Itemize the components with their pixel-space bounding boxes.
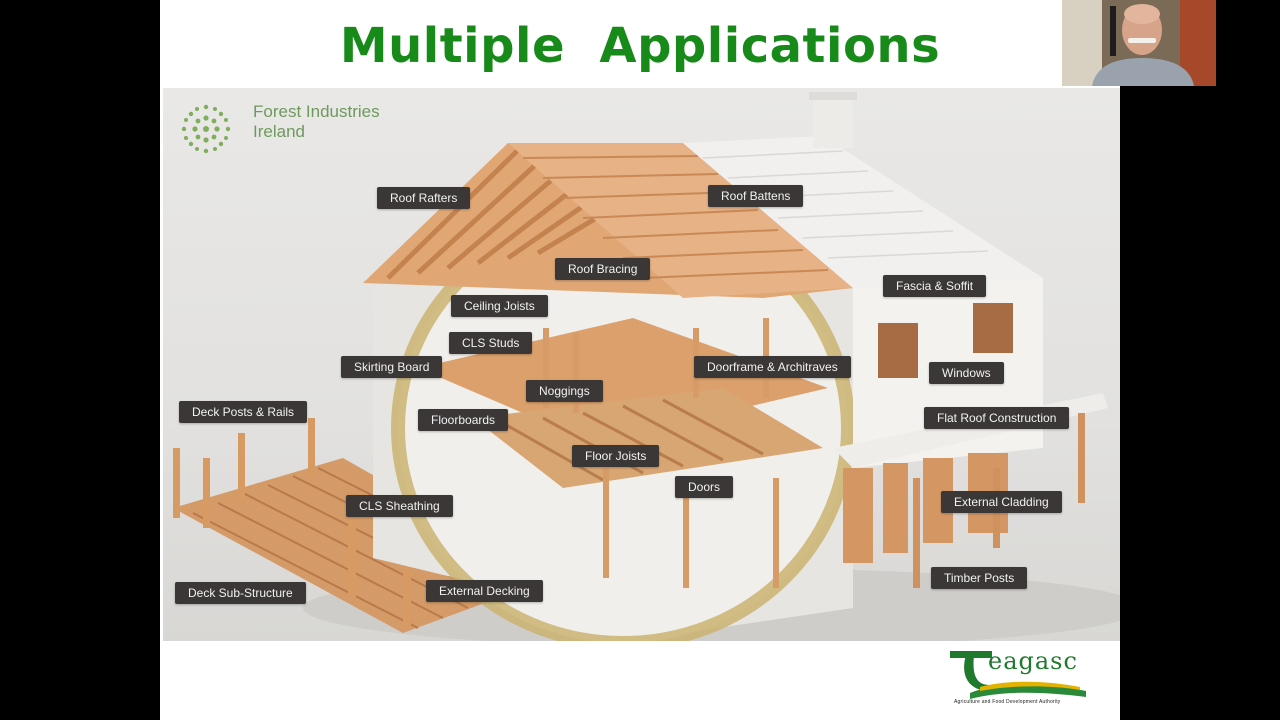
house-illustration: Forest Industries Ireland Roof Rafters R… [163, 88, 1120, 641]
label-floorboards: Floorboards [418, 409, 509, 431]
label-roof-bracing: Roof Bracing [555, 258, 651, 280]
forest-industries-emblem-icon [181, 104, 231, 154]
presenter-webcam-thumbnail[interactable] [1062, 0, 1216, 86]
label-doors: Doors [675, 476, 734, 498]
house-cutaway-drawing [173, 92, 1120, 641]
label-cls-sheathing: CLS Sheathing [346, 495, 453, 517]
label-timber-posts: Timber Posts [931, 567, 1028, 589]
label-skirting-board: Skirting Board [341, 356, 443, 378]
label-ceiling-joists: Ceiling Joists [451, 295, 548, 317]
teagasc-tagline: Agriculture and Food Development Authori… [954, 699, 1061, 705]
label-noggings: Noggings [526, 380, 603, 402]
slide-title: Multiple Applications [339, 18, 941, 74]
label-deck-sub-structure: Deck Sub-Structure [175, 582, 306, 604]
teagasc-wordmark: eagasc [988, 647, 1078, 675]
teagasc-logo: eagasc Agriculture and Food Development … [950, 645, 1090, 711]
forest-industries-ireland-logo: Forest Industries Ireland [171, 94, 401, 164]
label-cls-studs: CLS Studs [449, 332, 533, 354]
label-deck-posts-rails: Deck Posts & Rails [179, 401, 308, 423]
teagasc-emblem-icon [950, 651, 1086, 699]
forest-industries-name-line1: Forest Industries [253, 102, 380, 121]
label-doorframe-architraves: Doorframe & Architraves [694, 356, 851, 378]
label-external-cladding: External Cladding [941, 491, 1062, 513]
label-floor-joists: Floor Joists [572, 445, 660, 467]
forest-industries-name-line2: Ireland [253, 122, 305, 141]
label-fascia-soffit: Fascia & Soffit [883, 275, 987, 297]
presenter-video-icon [1062, 0, 1216, 86]
presentation-slide: Multiple Applications [160, 0, 1120, 720]
label-roof-rafters: Roof Rafters [377, 187, 471, 209]
label-roof-battens: Roof Battens [708, 185, 804, 207]
label-flat-roof-construction: Flat Roof Construction [924, 407, 1070, 429]
label-windows: Windows [929, 362, 1004, 384]
label-external-decking: External Decking [426, 580, 543, 602]
